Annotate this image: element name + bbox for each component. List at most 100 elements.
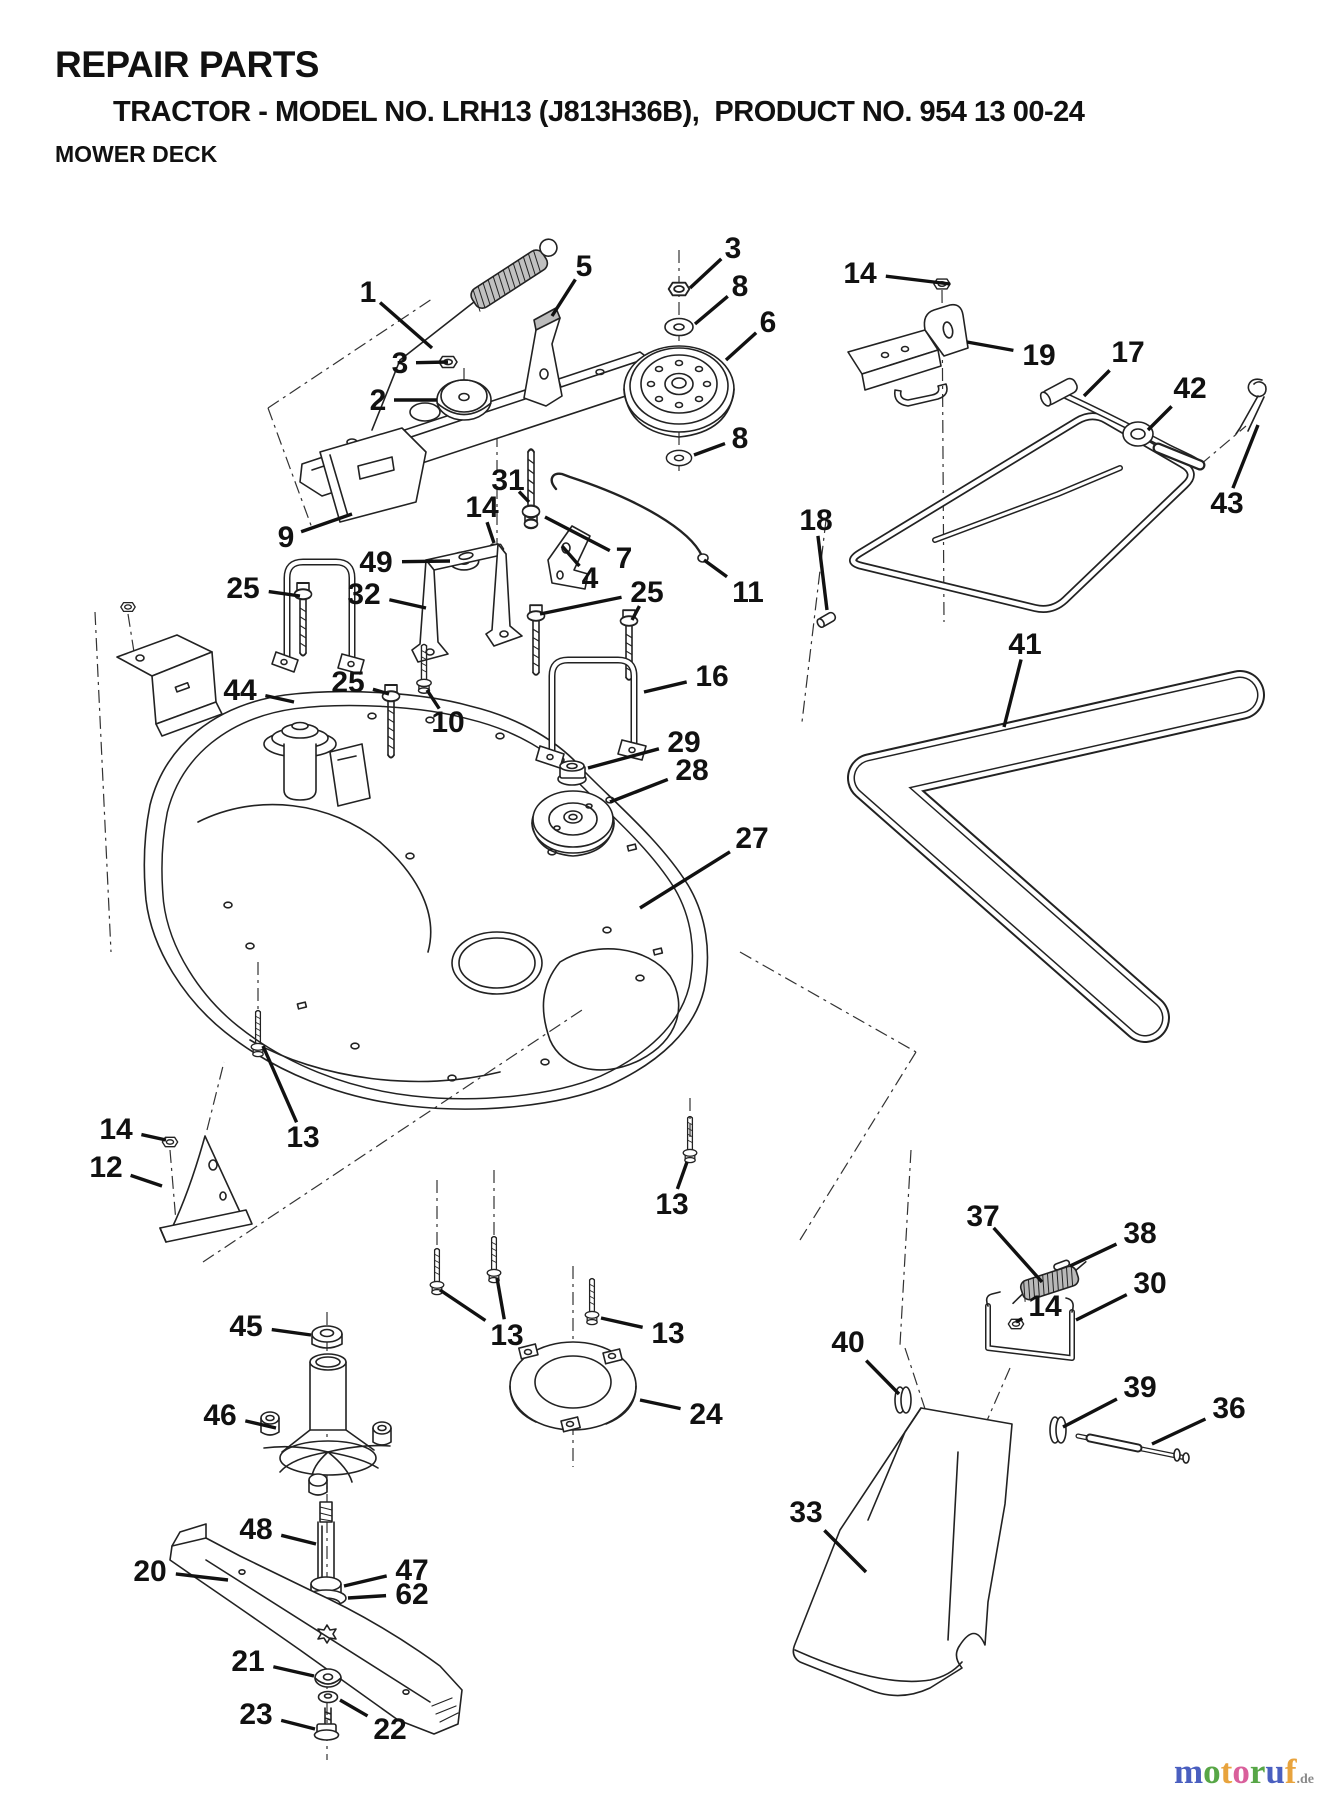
callout-leader: [378, 301, 434, 350]
callout-leader: [244, 1419, 277, 1430]
callout-leader: [347, 1593, 387, 1600]
part-number-label: 38: [1123, 1217, 1156, 1250]
part-number-label: 29: [667, 726, 700, 759]
part-number-label: 25: [331, 666, 364, 699]
part-number-label: 44: [223, 674, 257, 707]
callout-leader: [130, 1173, 163, 1188]
watermark-letter: t: [1220, 1752, 1233, 1791]
callout-43: 43: [1210, 424, 1260, 520]
part-number-label: 6: [760, 306, 777, 339]
callout-22: 22: [339, 1698, 407, 1746]
callout-47: 47: [343, 1554, 429, 1588]
callout-leader: [550, 278, 577, 317]
callout-36: 36: [1151, 1392, 1246, 1446]
part-number-label: 41: [1008, 628, 1041, 661]
callout-20: 20: [133, 1555, 229, 1588]
part-number-label: 22: [373, 1713, 406, 1746]
callout-leader: [1062, 1397, 1118, 1429]
watermark-suffix: .de: [1296, 1772, 1315, 1787]
callout-13: 13: [600, 1316, 685, 1350]
part-gauge-bracket: [159, 1009, 266, 1243]
callout-leader: [966, 340, 1014, 353]
callout-11: 11: [703, 558, 764, 609]
callout-leader: [1151, 1417, 1207, 1446]
callout-leader: [372, 687, 390, 696]
watermark-letter: f: [1284, 1752, 1297, 1791]
callout-leader: [401, 559, 451, 564]
callout-49: 49: [359, 546, 451, 579]
part-number-label: 32: [347, 578, 380, 611]
part-rear-hanger-bracket: [847, 278, 969, 407]
callout-25: 25: [539, 576, 664, 621]
callout-leader: [693, 295, 729, 326]
callout-leader: [300, 512, 353, 534]
part-mid-hardware: [271, 448, 647, 857]
part-number-label: 19: [1022, 339, 1055, 372]
part-number-label: 13: [286, 1121, 319, 1154]
part-number-label: 11: [732, 576, 764, 609]
part-pin-and-rod: [550, 472, 837, 629]
part-number-label: 13: [651, 1317, 684, 1350]
callout-62: 62: [347, 1578, 429, 1611]
callout-leader: [816, 535, 829, 611]
doc-subtitle: TRACTOR - MODEL NO. LRH13 (J813H36B), PR…: [113, 96, 1085, 128]
part-number-label: 14: [843, 257, 877, 290]
watermark: motoruf.de: [1174, 1752, 1314, 1792]
part-number-label: 42: [1173, 372, 1206, 405]
part-number-label: 37: [966, 1200, 999, 1233]
callout-leader: [643, 680, 688, 694]
callout-1: 1: [360, 276, 434, 350]
callout-46: 46: [203, 1399, 277, 1432]
callout-leader: [992, 1226, 1044, 1284]
callout-leader: [688, 257, 723, 290]
part-number-label: 3: [392, 347, 409, 380]
part-number-label: 25: [226, 572, 259, 605]
callout-29: 29: [587, 726, 701, 770]
callout-14: 14: [99, 1113, 167, 1146]
part-number-label: 14: [1028, 1290, 1062, 1323]
part-number-label: 25: [630, 576, 663, 609]
callout-33: 33: [789, 1496, 868, 1574]
callout-38: 38: [1069, 1217, 1157, 1268]
callout-17: 17: [1082, 336, 1145, 398]
callout-leader: [1231, 424, 1260, 489]
part-number-label: 27: [735, 822, 768, 855]
callout-37: 37: [966, 1200, 1044, 1284]
part-number-label: 24: [689, 1398, 723, 1431]
part-number-label: 3: [725, 232, 742, 265]
callout-leader: [703, 558, 728, 579]
part-number-label: 23: [239, 1698, 272, 1731]
callout-leader: [268, 589, 301, 598]
doc-title: REPAIR PARTS: [55, 44, 319, 85]
callout-leader: [675, 1161, 689, 1190]
callout-7: 7: [544, 515, 632, 575]
section-label: MOWER DECK: [55, 141, 218, 167]
part-mower-deck-housing: [143, 690, 709, 1110]
callout-leader: [425, 689, 441, 710]
callout-14: 14: [465, 491, 499, 544]
callout-leader: [261, 1045, 299, 1124]
part-number-label: 30: [1133, 1267, 1166, 1300]
callout-leader: [280, 1718, 316, 1731]
callout-leader: [485, 521, 496, 544]
callout-48: 48: [239, 1513, 317, 1546]
callout-leader: [415, 360, 449, 365]
callout-45: 45: [229, 1310, 312, 1343]
callout-14: 14: [843, 257, 951, 290]
part-number-label: 21: [231, 1645, 264, 1678]
callout-leader: [495, 1277, 506, 1320]
callout-leader: [339, 1698, 369, 1718]
callout-leader: [1075, 1293, 1128, 1322]
callout-9: 9: [278, 512, 353, 554]
part-number-label: 43: [1210, 487, 1243, 520]
callout-leader: [885, 274, 951, 286]
callout-2: 2: [370, 384, 437, 417]
callout-leader: [639, 1398, 681, 1411]
callout-leader: [823, 1529, 868, 1574]
callout-leader: [439, 1288, 487, 1322]
part-number-label: 39: [1123, 1371, 1156, 1404]
callout-5: 5: [550, 250, 592, 317]
part-number-label: 14: [99, 1113, 133, 1146]
